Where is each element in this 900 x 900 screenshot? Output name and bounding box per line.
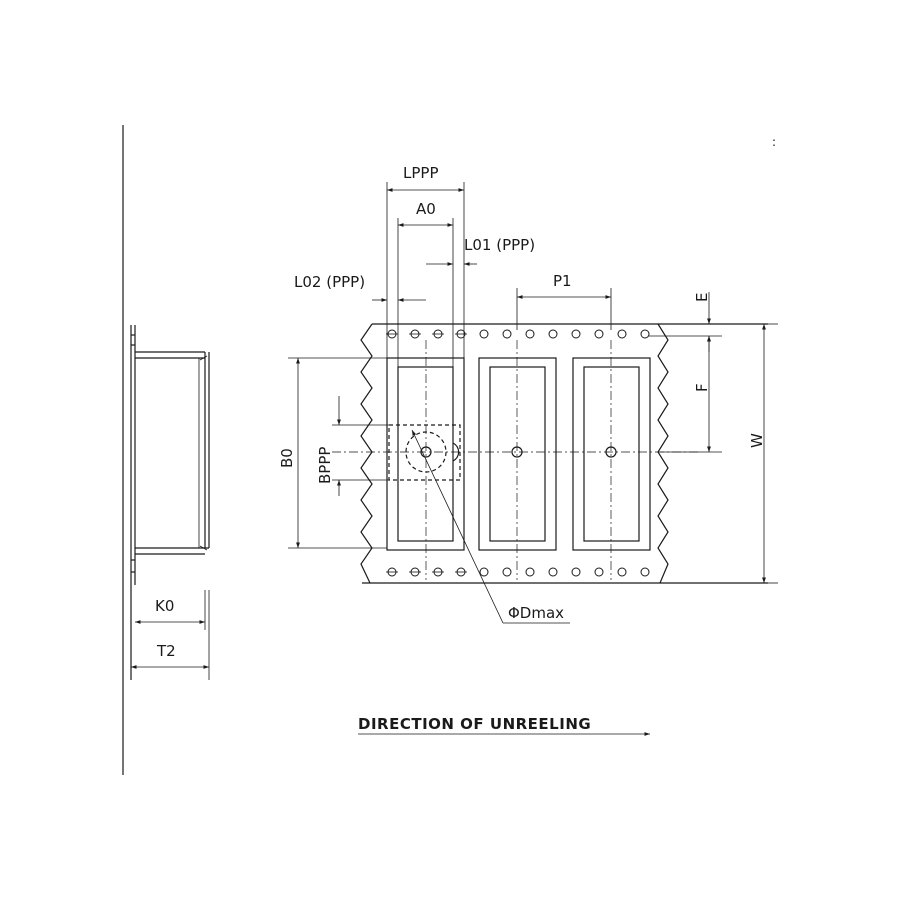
pocket-2: [478, 357, 557, 551]
label-direction: DIRECTION OF UNREELING: [358, 715, 591, 733]
dimension-p1: P1: [516, 272, 612, 330]
dimension-lo2: L02 (PPP): [294, 273, 426, 302]
break-line-left: [360, 323, 373, 584]
label-p1: P1: [553, 272, 572, 290]
dimension-dmax: ΦDmax: [411, 429, 570, 624]
label-e: E: [693, 293, 711, 302]
sprocket-holes-top: [387, 329, 650, 339]
dimension-a0: A0: [397, 200, 454, 367]
label-w: W: [748, 433, 766, 448]
dimension-b0: B0: [278, 357, 387, 549]
corner-mark: :: [772, 135, 776, 149]
dimension-f: F: [660, 336, 722, 453]
direction-of-unreeling: DIRECTION OF UNREELING: [358, 715, 650, 736]
dimension-lppp: LPPP: [386, 164, 465, 358]
dimension-lo1: L01 (PPP): [426, 236, 535, 266]
label-k0: K0: [155, 597, 174, 615]
break-line-right: [657, 323, 669, 584]
pocket-3: [572, 357, 651, 551]
label-a0: A0: [416, 200, 436, 218]
dimension-e: E: [648, 292, 722, 352]
label-t2: T2: [156, 642, 176, 660]
label-lo1: L01 (PPP): [464, 236, 535, 254]
label-f: F: [693, 383, 711, 392]
label-bppp: BPPP: [316, 447, 334, 484]
top-view: [332, 323, 768, 584]
dimension-bppp: BPPP: [316, 396, 389, 496]
label-lppp: LPPP: [403, 164, 439, 182]
sprocket-holes-bottom: [387, 567, 650, 577]
side-view: K0 T2: [130, 325, 210, 680]
label-b0: B0: [278, 448, 296, 468]
dimension-w: W: [748, 323, 778, 584]
pocket-1: [386, 357, 465, 551]
label-lo2: L02 (PPP): [294, 273, 365, 291]
label-dmax: ΦDmax: [508, 604, 564, 622]
